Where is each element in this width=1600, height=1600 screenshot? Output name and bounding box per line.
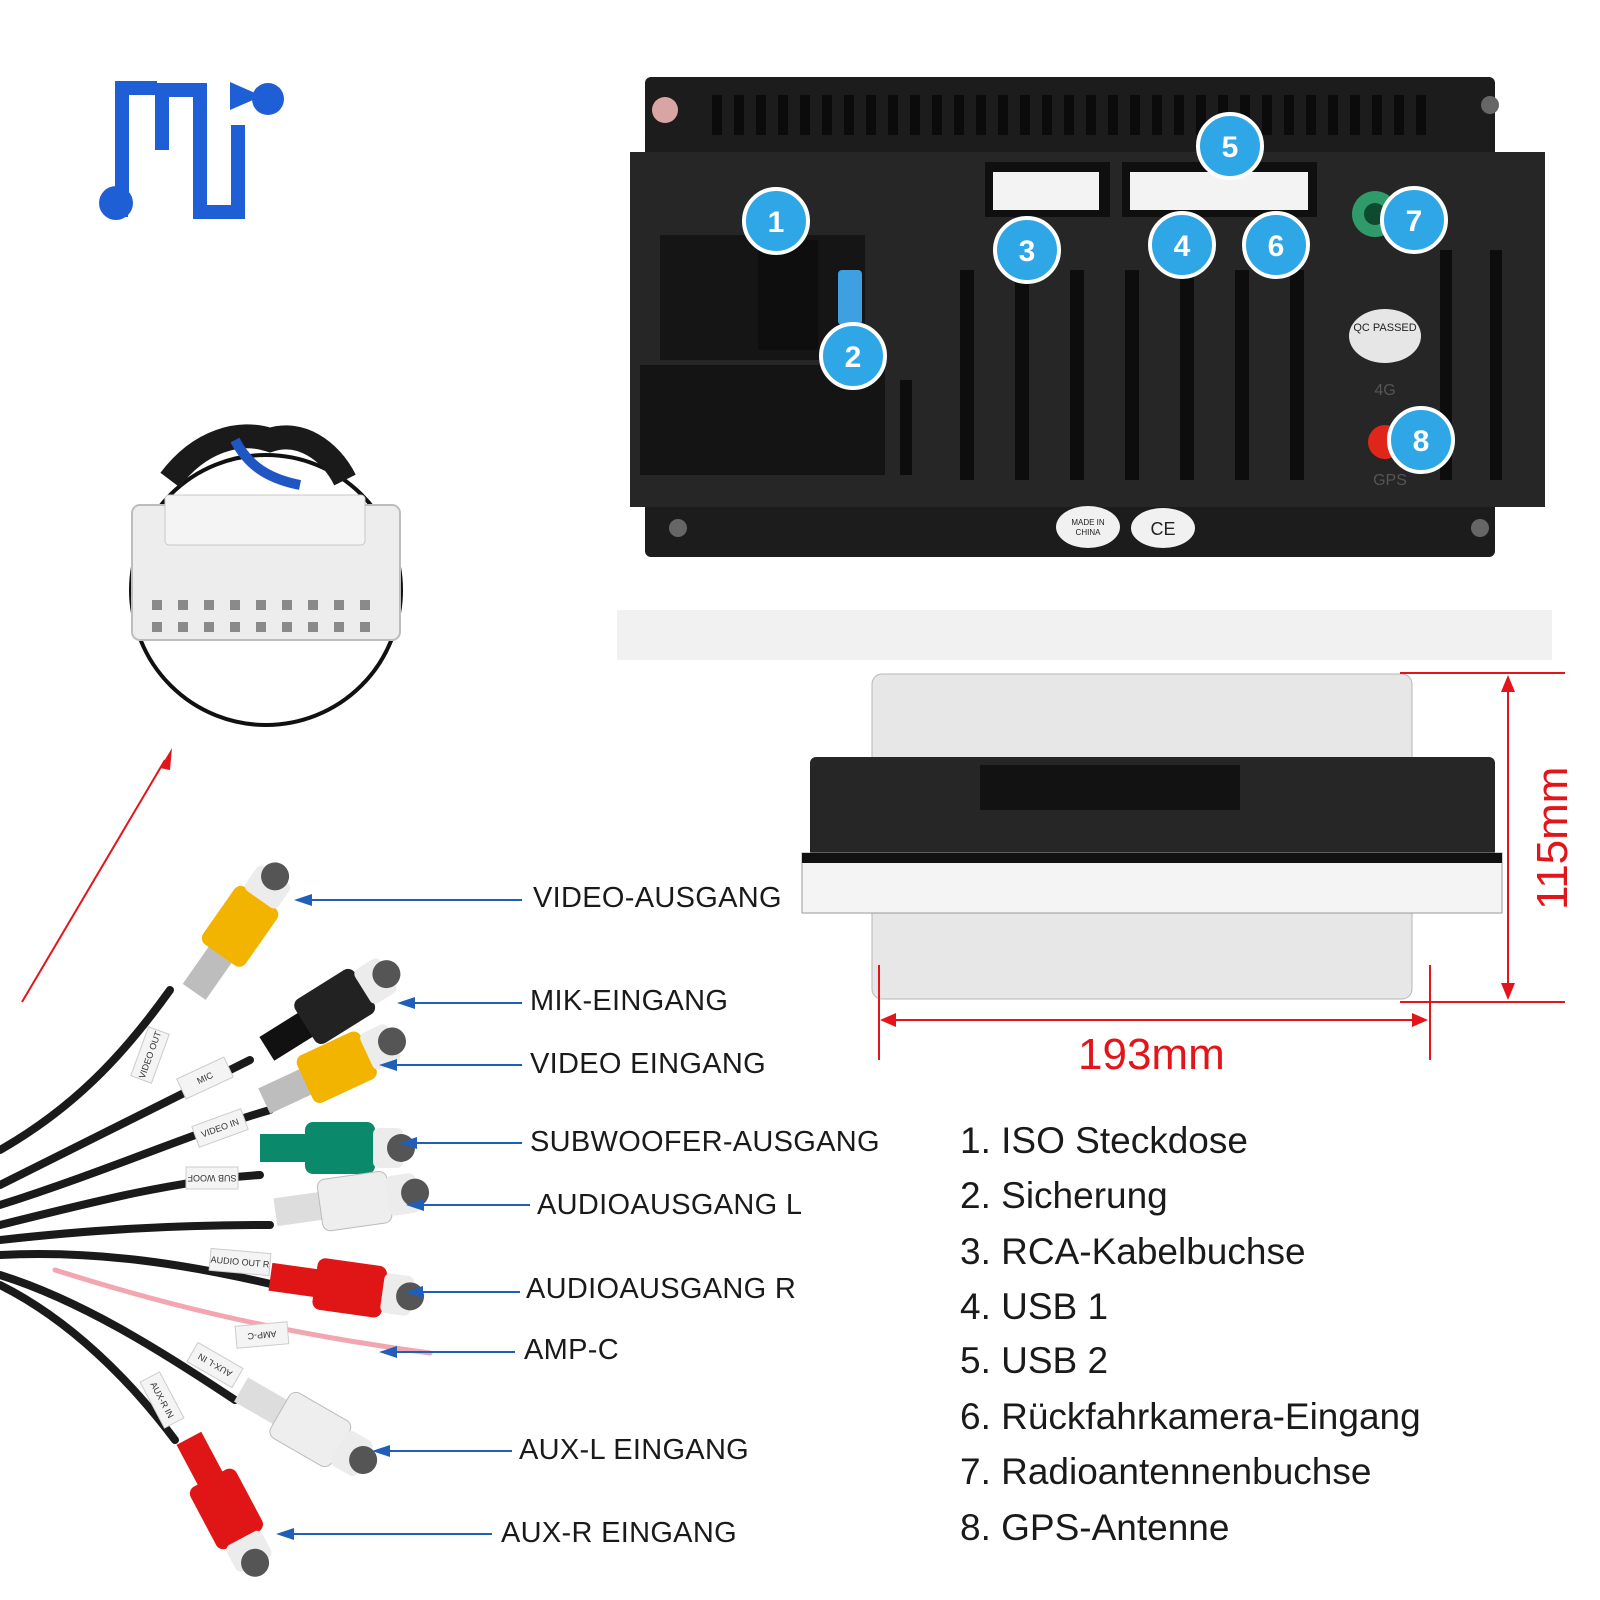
legend-item-4: 4. USB 1 bbox=[960, 1286, 1109, 1327]
label-aux-r-eingang: AUX-R EINGANG bbox=[501, 1517, 737, 1549]
arrow-icon bbox=[397, 997, 415, 1009]
legend-item-5: 5. USB 2 bbox=[960, 1340, 1109, 1381]
ce-mark: CE bbox=[1150, 519, 1175, 539]
arrow-icon bbox=[406, 1199, 424, 1211]
qc-mark: QC PASSED bbox=[1353, 322, 1416, 334]
arrow-icon bbox=[405, 1286, 423, 1298]
rca-subwoofer bbox=[260, 1122, 415, 1174]
made-in-mark: MADE IN bbox=[1071, 518, 1105, 527]
arrow-icon bbox=[379, 1059, 397, 1071]
arrow-icon bbox=[379, 1346, 397, 1358]
label-video-ausgang: VIDEO-AUSGANG bbox=[533, 882, 782, 914]
brand-logo-icon bbox=[99, 81, 284, 220]
dimension-lines bbox=[878, 672, 1565, 1060]
label-audioausgang-r: AUDIOAUSGANG R bbox=[526, 1273, 797, 1305]
height-dimension-label: 115mm bbox=[1528, 766, 1577, 910]
badge-3: 3 bbox=[993, 216, 1061, 284]
arrow-icon bbox=[276, 1528, 294, 1540]
svg-text:4: 4 bbox=[1174, 230, 1191, 263]
arrow-icon bbox=[372, 1445, 390, 1457]
svg-text:5: 5 bbox=[1222, 131, 1239, 164]
port-badges: 1 2 3 4 5 6 7 8 bbox=[742, 112, 1455, 474]
rca-aux-r bbox=[176, 1431, 272, 1577]
badge-8: 8 bbox=[1387, 406, 1455, 474]
svg-text:1: 1 bbox=[768, 206, 785, 239]
head-unit-rear: QC PASSED 4G GPS MADE IN CHINA CE bbox=[617, 77, 1552, 660]
rca-audio-out-r bbox=[268, 1258, 425, 1318]
zoom-arrow-icon bbox=[21, 748, 172, 1003]
badge-4: 4 bbox=[1148, 211, 1216, 279]
legend-item-7: 7. Radioantennenbuchse bbox=[960, 1451, 1372, 1492]
rca-video-out bbox=[182, 862, 291, 1000]
arrow-icon bbox=[399, 1137, 417, 1149]
rca-connectors bbox=[176, 862, 430, 1577]
badge-5: 5 bbox=[1196, 112, 1264, 180]
svg-text:CHINA: CHINA bbox=[1076, 528, 1102, 537]
rca-video-in bbox=[258, 1024, 407, 1114]
width-dimension-label: 193mm bbox=[1078, 1030, 1225, 1079]
label-mik-eingang: MIK-EINGANG bbox=[530, 985, 729, 1017]
cable-tags: VIDEO OUT MIC VIDEO IN SUB WOOF AUDIO OU… bbox=[130, 1026, 290, 1429]
label-subwoofer-ausgang: SUBWOOFER-AUSGANG bbox=[530, 1126, 880, 1158]
label-video-eingang: VIDEO EINGANG bbox=[530, 1048, 766, 1080]
legend-item-2: 2. Sicherung bbox=[960, 1175, 1168, 1216]
badge-2: 2 bbox=[819, 322, 887, 390]
svg-text:8: 8 bbox=[1413, 425, 1430, 458]
label-aux-l-eingang: AUX-L EINGANG bbox=[519, 1434, 750, 1466]
gps-mark: GPS bbox=[1373, 472, 1407, 489]
svg-text:6: 6 bbox=[1268, 230, 1285, 263]
label-audioausgang-l: AUDIOAUSGANG L bbox=[537, 1189, 803, 1221]
svg-text:3: 3 bbox=[1019, 235, 1036, 268]
badge-6: 6 bbox=[1242, 211, 1310, 279]
svg-text:7: 7 bbox=[1406, 205, 1423, 238]
label-4g: 4G bbox=[1374, 382, 1395, 399]
legend-item-3: 3. RCA-Kabelbuchse bbox=[960, 1231, 1306, 1272]
rca-mic-in bbox=[259, 958, 401, 1061]
tag-amp-c: AMP-C bbox=[247, 1329, 277, 1342]
legend-item-6: 6. Rückfahrkamera-Eingang bbox=[960, 1396, 1421, 1437]
head-unit-side bbox=[801, 673, 1503, 1000]
legend-item-1: 1. ISO Steckdose bbox=[960, 1120, 1248, 1161]
label-arrows bbox=[276, 894, 530, 1540]
legend-item-8: 8. GPS-Antenne bbox=[960, 1507, 1230, 1548]
cable-wires bbox=[0, 986, 433, 1444]
rca-aux-l bbox=[234, 1377, 378, 1477]
svg-text:2: 2 bbox=[845, 341, 862, 374]
arrow-icon bbox=[294, 894, 312, 906]
label-amp-c: AMP-C bbox=[524, 1334, 619, 1366]
badge-7: 7 bbox=[1380, 186, 1448, 254]
tag-sub-woof: SUB WOOF bbox=[187, 1173, 237, 1183]
rca-audio-out-l bbox=[273, 1171, 430, 1232]
badge-1: 1 bbox=[742, 187, 810, 255]
connector-zoom bbox=[129, 424, 403, 727]
